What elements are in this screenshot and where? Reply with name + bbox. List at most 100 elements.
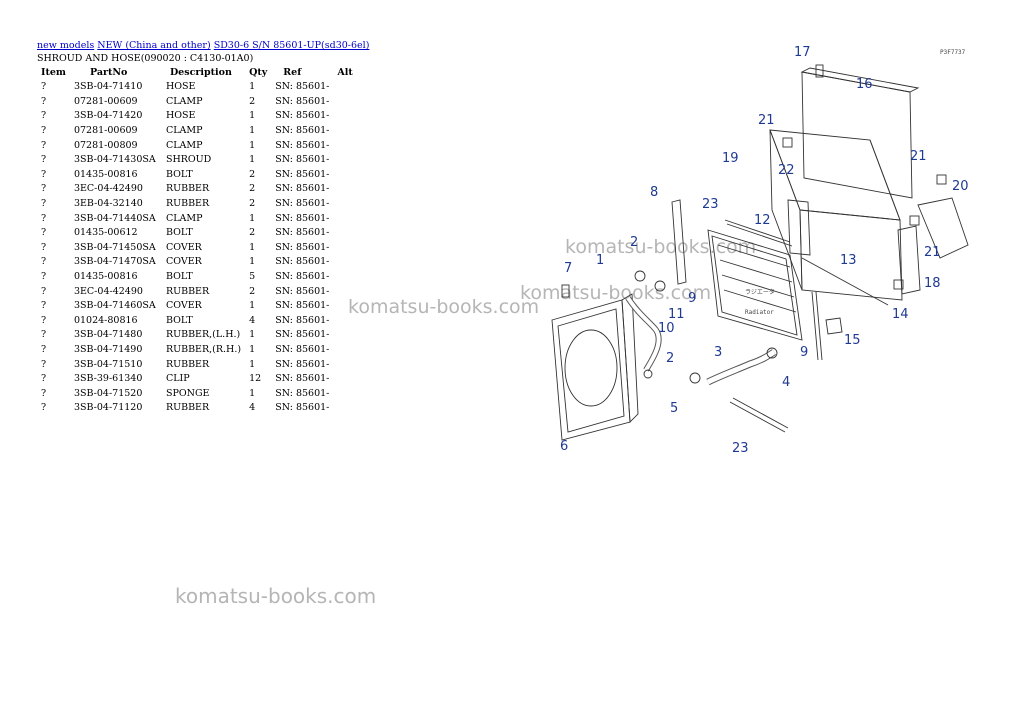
header-item: Item <box>41 67 66 78</box>
callout-7: 7 <box>564 261 572 276</box>
row-description: BOLT <box>165 168 193 180</box>
callout-11: 11 <box>668 307 685 322</box>
row-alt <box>333 182 361 197</box>
breadcrumb-link-region[interactable]: NEW (China and other) <box>97 40 211 51</box>
row-description: CLIP <box>165 373 190 385</box>
row-item: ? <box>41 329 47 341</box>
row-description: SPONGE <box>165 387 210 399</box>
row-description: RUBBER,(L.H.) <box>165 329 241 341</box>
row-item: ? <box>41 154 47 166</box>
row-ref: SN: 85601- <box>275 256 330 268</box>
callout-17: 17 <box>794 45 811 60</box>
row-alt <box>333 124 361 139</box>
row-description: SHROUD <box>165 154 212 166</box>
header-ref: Ref <box>283 67 302 78</box>
row-qty: 4 <box>249 402 256 414</box>
row-ref: SN: 85601- <box>275 125 330 137</box>
row-description: COVER <box>165 300 202 312</box>
row-ref: SN: 85601- <box>275 183 330 195</box>
row-partno: 3SB-04-71480 <box>73 329 143 341</box>
row-item: ? <box>41 314 47 326</box>
row-item: ? <box>41 168 47 180</box>
callout-5: 5 <box>670 401 678 416</box>
row-ref: SN: 85601- <box>275 198 330 210</box>
row-alt <box>333 270 361 285</box>
row-alt <box>333 153 361 168</box>
row-qty: 1 <box>249 125 256 137</box>
row-qty: 2 <box>249 285 256 297</box>
row-partno: 01024-80816 <box>73 314 138 326</box>
table-header-row: Item PartNo Description Qty Ref Alt <box>37 66 361 80</box>
row-partno: 3EC-04-42490 <box>73 183 143 195</box>
row-item: ? <box>41 81 47 93</box>
row-description: BOLT <box>165 271 193 283</box>
breadcrumb-link-new-models[interactable]: new models <box>37 40 95 51</box>
row-qty: 2 <box>249 227 256 239</box>
row-partno: 07281-00609 <box>73 125 138 137</box>
row-qty: 2 <box>249 198 256 210</box>
row-qty: 1 <box>249 387 256 399</box>
drawing-lines <box>551 64 969 441</box>
row-partno: 3SB-39-61340 <box>73 373 143 385</box>
row-qty: 1 <box>249 110 256 122</box>
row-alt <box>333 372 361 387</box>
radiator-label-jp: ラジエータ <box>745 288 775 296</box>
row-qty: 2 <box>249 168 256 180</box>
header-alt: Alt <box>337 67 353 78</box>
row-description: RUBBER <box>165 183 210 195</box>
row-partno: 3SB-04-71510 <box>73 358 143 370</box>
row-item: ? <box>41 358 47 370</box>
row-alt <box>333 197 361 212</box>
callout-22: 22 <box>778 163 795 178</box>
callout-12: 12 <box>754 213 771 228</box>
row-description: CLAMP <box>165 95 203 107</box>
callout-2: 2 <box>630 235 638 250</box>
section-title: SHROUD AND HOSE(090020 : C4130-01A0) <box>37 53 254 64</box>
row-item: ? <box>41 241 47 253</box>
row-ref: SN: 85601- <box>275 81 330 93</box>
callout-numbers: 17 16 21 19 22 21 20 8 23 12 2 1 7 13 18… <box>560 45 969 456</box>
row-ref: SN: 85601- <box>275 402 330 414</box>
callout-1: 1 <box>596 253 604 268</box>
row-qty: 1 <box>249 139 256 151</box>
row-description: HOSE <box>165 81 196 93</box>
row-ref: SN: 85601- <box>275 227 330 239</box>
row-partno: 3SB-04-71120 <box>73 402 143 414</box>
row-partno: 3SB-04-71440SA <box>73 212 156 224</box>
callout-21: 21 <box>910 149 927 164</box>
row-description: BOLT <box>165 314 193 326</box>
row-description: CLAMP <box>165 212 203 224</box>
row-ref: SN: 85601- <box>275 285 330 297</box>
radiator-label-en: Radiator <box>745 309 774 316</box>
row-alt <box>333 109 361 124</box>
row-item: ? <box>41 373 47 385</box>
row-description: RUBBER <box>165 198 210 210</box>
row-partno: 07281-00609 <box>73 95 138 107</box>
row-partno: 3SB-04-71450SA <box>73 241 156 253</box>
row-partno: 3SB-04-71460SA <box>73 300 156 312</box>
row-item: ? <box>41 198 47 210</box>
callout-20: 20 <box>952 179 969 194</box>
row-alt <box>333 357 361 372</box>
callout-3: 3 <box>714 345 722 360</box>
row-description: CLAMP <box>165 125 203 137</box>
row-description: RUBBER <box>165 285 210 297</box>
row-description: CLAMP <box>165 139 203 151</box>
breadcrumb-link-model[interactable]: SD30-6 S/N 85601-UP(sd30-6el) <box>213 40 370 51</box>
callout-4: 4 <box>782 375 790 390</box>
callout-9: 9 <box>688 291 696 306</box>
callout-13: 13 <box>840 253 857 268</box>
callout-23: 23 <box>732 441 749 456</box>
row-qty: 4 <box>249 314 256 326</box>
row-ref: SN: 85601- <box>275 168 330 180</box>
row-item: ? <box>41 271 47 283</box>
row-item: ? <box>41 300 47 312</box>
header-partno: PartNo <box>89 67 128 78</box>
